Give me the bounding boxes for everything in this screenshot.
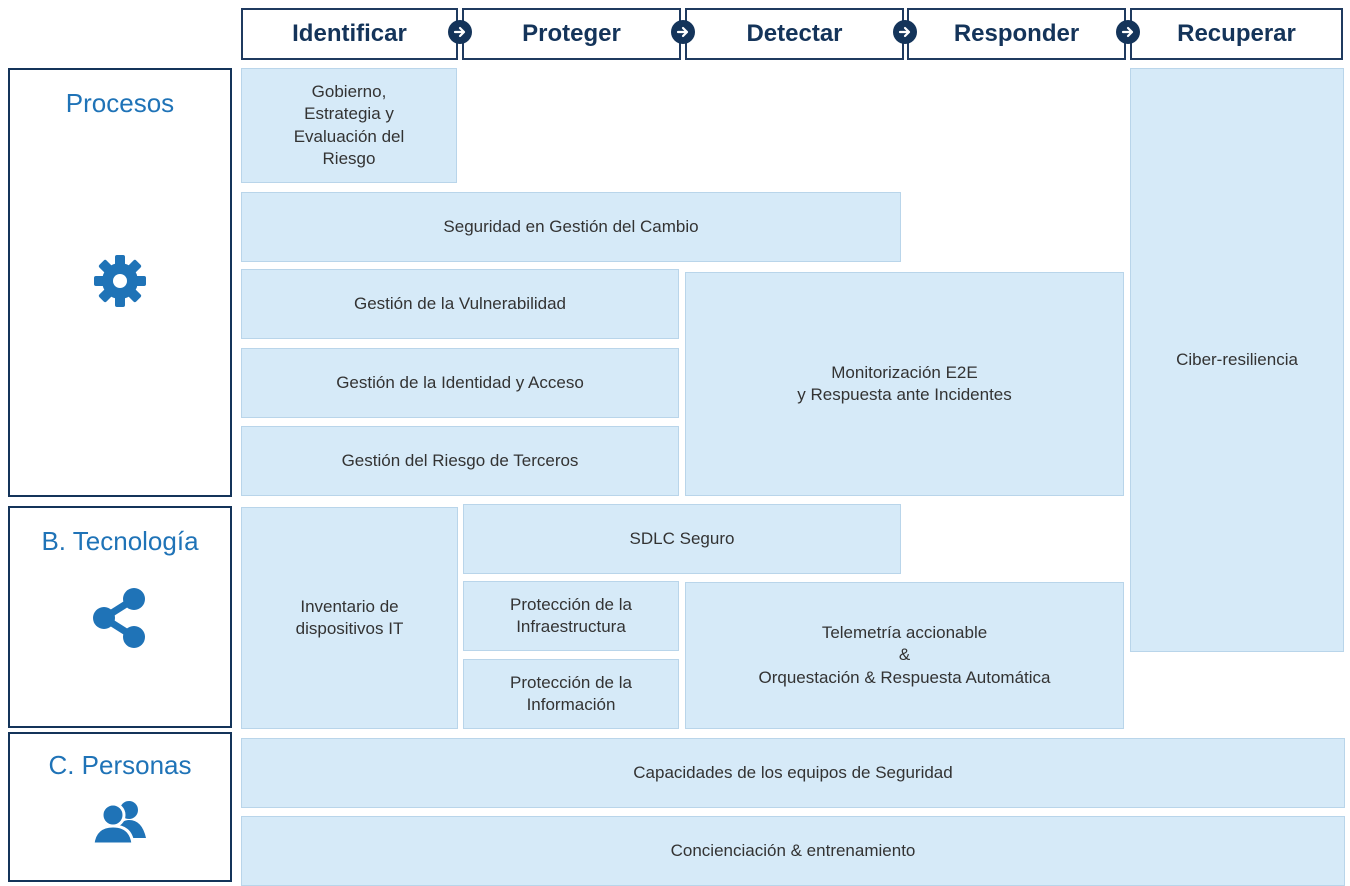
- cell-ciber-resiliencia: Ciber-resiliencia: [1130, 68, 1344, 652]
- phase-detectar: Detectar: [685, 8, 904, 60]
- cell-gestion-vulnerabilidad: Gestión de la Vulnerabilidad: [241, 269, 679, 339]
- cell-inventario-dispositivos: Inventario de dispositivos IT: [241, 507, 458, 729]
- row-title-tecnologia: B. Tecnología: [41, 526, 199, 556]
- row-title-procesos: Procesos: [65, 88, 175, 118]
- users-icon: [90, 798, 150, 851]
- arrow-right-circle-icon: [1116, 20, 1140, 44]
- gear-icon: [92, 253, 148, 314]
- row-procesos: Procesos: [8, 68, 232, 497]
- cell-proteccion-informacion: Protección de la Información: [463, 659, 679, 729]
- row-tecnologia: B. Tecnología: [8, 506, 232, 728]
- share-icon: [90, 586, 150, 655]
- cell-seguridad-gestion-cambio: Seguridad en Gestión del Cambio: [241, 192, 901, 262]
- cell-gestion-riesgo-terceros: Gestión del Riesgo de Terceros: [241, 426, 679, 496]
- arrow-right-circle-icon: [448, 20, 472, 44]
- cell-gestion-identidad-acceso: Gestión de la Identidad y Acceso: [241, 348, 679, 418]
- cell-capacidades-equipos: Capacidades de los equipos de Seguridad: [241, 738, 1345, 808]
- arrow-right-circle-icon: [893, 20, 917, 44]
- cell-concienciacion-entrenamiento: Concienciación & entrenamiento: [241, 816, 1345, 886]
- phase-recuperar: Recuperar: [1130, 8, 1343, 60]
- row-title-personas: C. Personas: [48, 750, 192, 780]
- cell-monitorizacion-e2e: Monitorización E2E y Respuesta ante Inci…: [685, 272, 1124, 496]
- cell-telemetria-accionable: Telemetría accionable & Orquestación & R…: [685, 582, 1124, 729]
- row-personas: C. Personas: [8, 732, 232, 882]
- phase-responder: Responder: [907, 8, 1126, 60]
- cell-gobierno-estrategia: Gobierno, Estrategia y Evaluación del Ri…: [241, 68, 457, 183]
- phase-identificar: Identificar: [241, 8, 458, 60]
- cell-sdlc-seguro: SDLC Seguro: [463, 504, 901, 574]
- phase-proteger: Proteger: [462, 8, 681, 60]
- cell-proteccion-infraestructura: Protección de la Infraestructura: [463, 581, 679, 651]
- arrow-right-circle-icon: [671, 20, 695, 44]
